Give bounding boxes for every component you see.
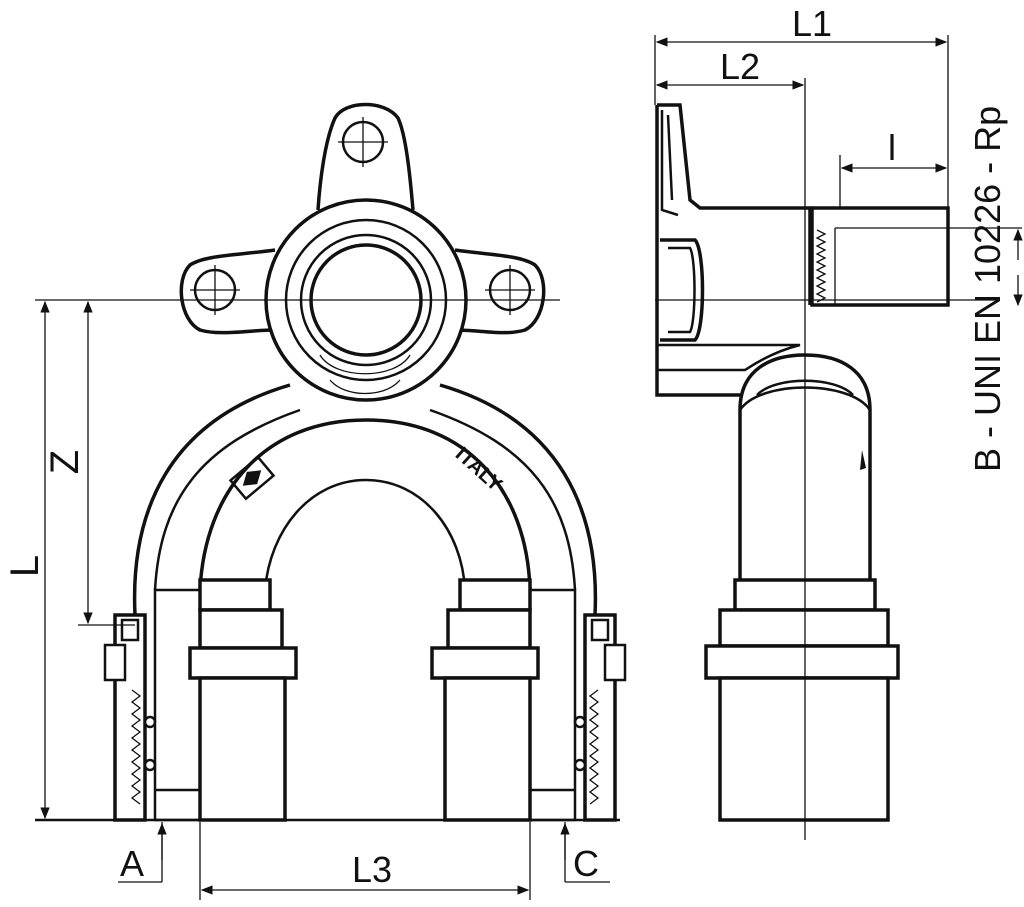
side-press-socket bbox=[704, 578, 900, 822]
dim-C-label: C bbox=[573, 843, 599, 884]
wall-plate-lug bbox=[660, 238, 705, 342]
side-dimensions: L1 L2 l B - UNI EN 10226 - Rp bbox=[654, 3, 1023, 840]
left-threaded-port bbox=[103, 613, 157, 822]
left-mounting-ear bbox=[179, 248, 276, 335]
wall-plate bbox=[655, 103, 812, 397]
right-threaded-port bbox=[573, 613, 627, 822]
top-mounting-ear bbox=[316, 102, 415, 211]
dim-L1-label: L1 bbox=[792, 3, 832, 44]
front-view: ITALY bbox=[35, 102, 627, 822]
front-dimensions: L Z A C L3 bbox=[3, 299, 610, 900]
dim-A-label: A bbox=[120, 843, 144, 884]
right-press-socket bbox=[430, 578, 577, 822]
left-press-socket bbox=[153, 578, 298, 822]
dim-L-label: L bbox=[3, 555, 47, 577]
dim-l-label: l bbox=[888, 127, 896, 168]
yoke-outer bbox=[132, 383, 598, 616]
dim-L2-label: L2 bbox=[720, 46, 760, 87]
side-view bbox=[655, 103, 950, 822]
thread-spec-label: B - UNI EN 10226 - Rp bbox=[967, 106, 1008, 472]
yoke-inner-arch-2 bbox=[263, 478, 467, 591]
yoke-inner-arch bbox=[198, 418, 532, 591]
yoke-mid bbox=[153, 408, 577, 591]
dim-Z-label: Z bbox=[43, 450, 87, 474]
side-threaded-outlet bbox=[810, 206, 950, 307]
body-mark-text: ITALY bbox=[451, 443, 507, 496]
logo-mark bbox=[228, 455, 276, 501]
right-mounting-ear bbox=[454, 248, 546, 335]
dim-L3-label: L3 bbox=[352, 849, 392, 890]
